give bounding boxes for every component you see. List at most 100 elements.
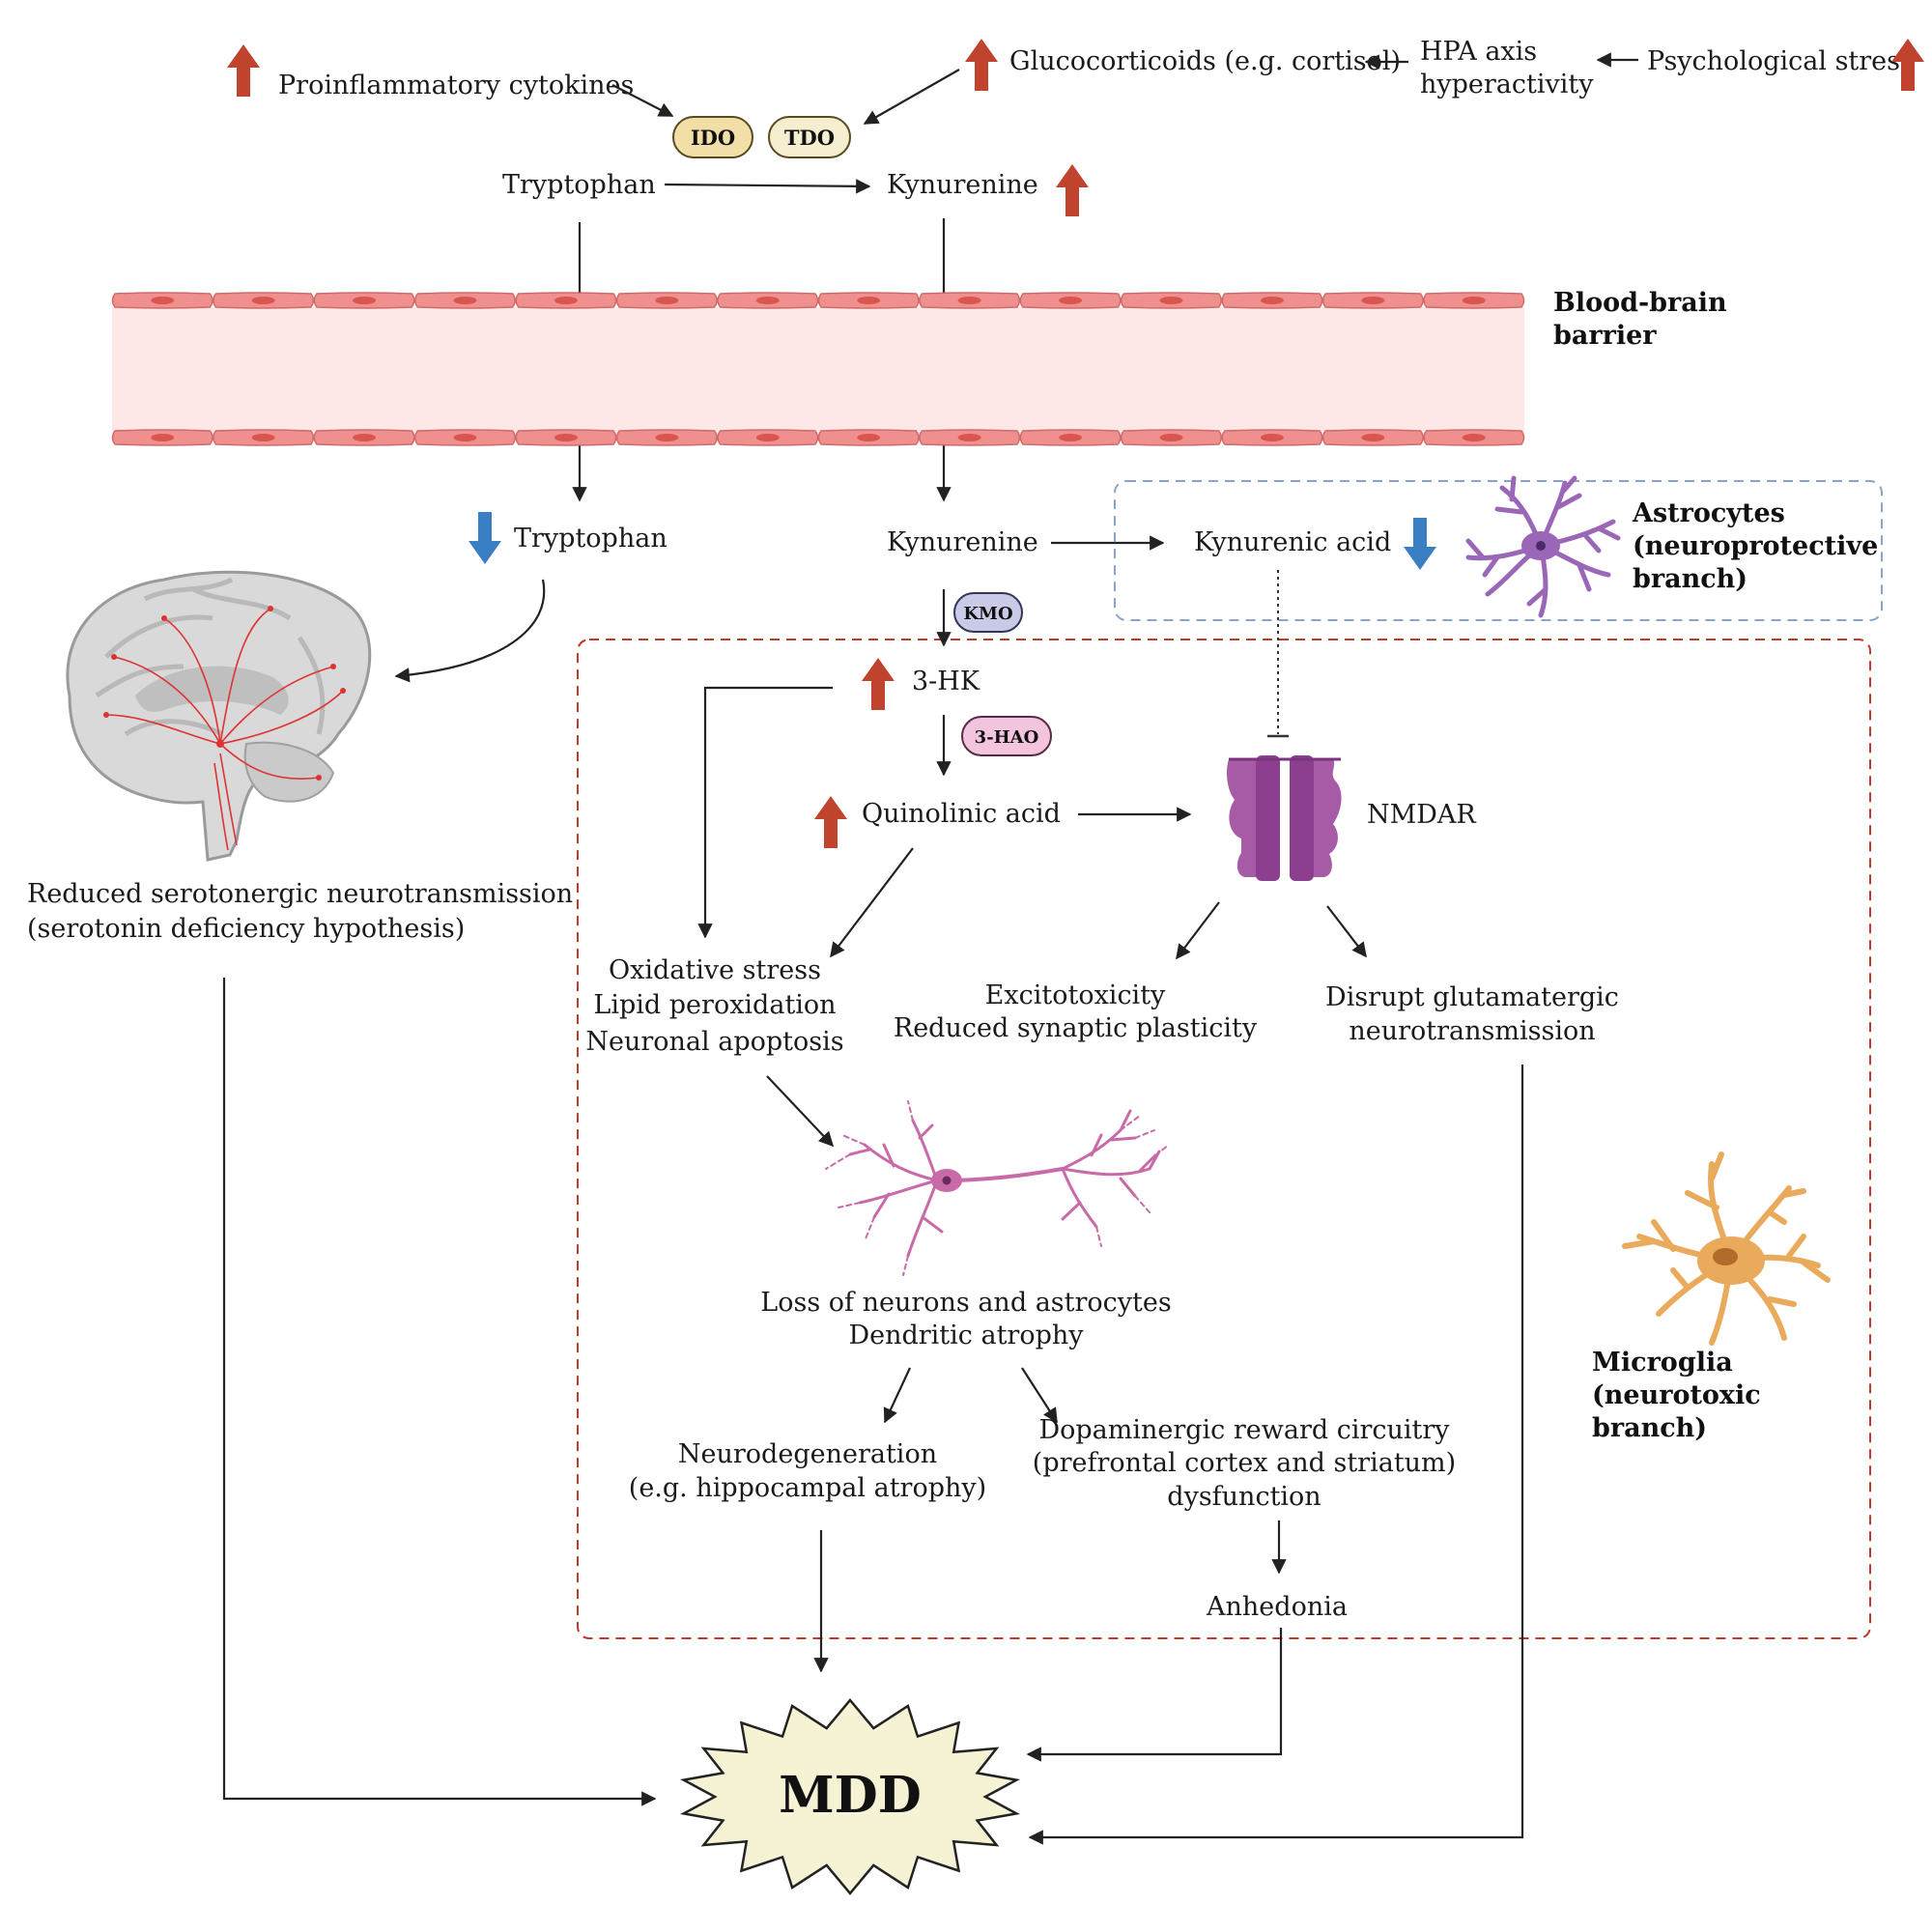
arrow-oxidative-to-neuron-loss xyxy=(766,1075,835,1148)
endothelial-nucleus xyxy=(1462,434,1486,441)
endothelial-nucleus xyxy=(554,434,578,441)
astrocyte-cell-icon xyxy=(1465,475,1621,618)
increase-arrow-icon xyxy=(814,796,847,848)
endothelial-nucleus xyxy=(1462,297,1486,304)
astrocytes-neuroprotective-box xyxy=(1114,480,1883,621)
loss-of-neurons-label: Loss of neurons and astrocytes xyxy=(760,1288,1171,1318)
proinflammatory-cytokines-label: Proinflammatory cytokines xyxy=(278,71,634,100)
hippocampal-atrophy-label: (e.g. hippocampal atrophy) xyxy=(629,1473,986,1503)
endothelial-nucleus xyxy=(1260,434,1284,441)
svg-text:KMO: KMO xyxy=(963,604,1012,624)
mdd-label: MDD xyxy=(779,1766,922,1825)
nmdar-receptor-icon xyxy=(1227,755,1342,881)
svg-text:IDO: IDO xyxy=(691,126,735,150)
disrupt-glutamatergic-label-line2: neurotransmission xyxy=(1349,1016,1595,1046)
increase-arrow-icon xyxy=(1056,164,1089,216)
endothelial-nucleus xyxy=(957,434,981,441)
neuronal-apoptosis-label: Neuronal apoptosis xyxy=(585,1027,843,1057)
endothelial-nucleus xyxy=(353,297,377,304)
svg-text:3-HAO: 3-HAO xyxy=(975,727,1039,748)
arrow-3hk-to-oxidative-stress xyxy=(697,686,833,939)
endothelial-nucleus xyxy=(755,297,780,304)
microglia-label-line2: (neurotoxic xyxy=(1592,1380,1761,1410)
endothelial-nucleus xyxy=(957,297,981,304)
blood-brain-barrier-label-line2: barrier xyxy=(1553,321,1657,351)
arrow-cytokines-to-ido xyxy=(611,84,674,117)
endothelial-nucleus xyxy=(1260,297,1284,304)
arrow-loss-to-dopaminergic xyxy=(1021,1367,1058,1424)
decrease-arrow-icon xyxy=(469,512,501,564)
enzyme-kmo-badge: KMO xyxy=(953,592,1023,633)
astrocytes-label-line3: branch) xyxy=(1633,564,1747,594)
glucocorticoids-label: Glucocorticoids (e.g. cortisol) xyxy=(1009,46,1401,76)
arrow-tryptophan-to-brain xyxy=(394,579,546,683)
arrow-nmdar-to-excitotoxicity xyxy=(1176,901,1220,960)
endothelial-nucleus xyxy=(755,434,780,441)
endothelial-nucleus xyxy=(1059,297,1083,304)
endothelial-nucleus xyxy=(453,297,477,304)
increase-arrow-icon xyxy=(862,658,895,710)
dendritic-atrophy-label: Dendritic atrophy xyxy=(848,1321,1084,1350)
endothelial-nucleus xyxy=(655,434,679,441)
blood-brain-barrier-label-line1: Blood-brain xyxy=(1553,288,1727,318)
endothelial-nucleus xyxy=(1059,434,1083,441)
hpa-axis-label-line2: hyperactivity xyxy=(1420,70,1594,99)
hpa-axis-label-line1: HPA axis xyxy=(1420,37,1537,67)
microglia-cell-icon xyxy=(1622,1151,1831,1346)
endothelial-nucleus xyxy=(1159,434,1183,441)
oxidative-stress-label: Oxidative stress xyxy=(609,955,821,985)
tryptophan-brain-label: Tryptophan xyxy=(514,524,668,554)
nmdar-label: NMDAR xyxy=(1367,800,1476,830)
astrocytes-label-line1: Astrocytes xyxy=(1632,498,1785,528)
endothelial-nucleus xyxy=(1159,297,1183,304)
arrow-glucocorticoids-to-tdo xyxy=(863,69,960,125)
anhedonia-label: Anhedonia xyxy=(1206,1592,1348,1622)
endothelial-nucleus xyxy=(453,434,477,441)
microglia-label-line3: branch) xyxy=(1592,1413,1707,1443)
psychological-stress-label: Psychological stress xyxy=(1647,46,1914,76)
enzyme-3hao-badge: 3-HAO xyxy=(961,716,1052,756)
svg-text:TDO: TDO xyxy=(784,126,835,150)
arrow-quinolinic-acid-to-oxidative-stress xyxy=(830,847,914,958)
dopaminergic-label-line2: (prefrontal cortex and striatum) xyxy=(1033,1448,1456,1478)
decrease-arrow-icon xyxy=(1404,518,1436,570)
kynurenine-brain-label: Kynurenine xyxy=(887,527,1038,557)
endothelial-nucleus xyxy=(857,434,881,441)
lipid-peroxidation-label: Lipid peroxidation xyxy=(593,990,836,1020)
mdd-starburst: MDD xyxy=(679,1698,1021,1895)
arrow-loss-to-neurodegeneration xyxy=(883,1367,911,1424)
endothelial-nucleus xyxy=(1361,434,1385,441)
arrow-nmdar-to-glutamatergic xyxy=(1326,905,1367,958)
reduced-serotonergic-label-line1: Reduced serotonergic neurotransmission xyxy=(27,879,573,909)
endothelial-nucleus xyxy=(857,297,881,304)
dopaminergic-label-line3: dysfunction xyxy=(1167,1482,1321,1512)
3hk-label: 3-HK xyxy=(912,667,980,696)
endothelial-nucleus xyxy=(251,297,275,304)
kynurenic-acid-label: Kynurenic acid xyxy=(1194,527,1391,557)
endothelial-nucleus xyxy=(1361,297,1385,304)
dopaminergic-label-line1: Dopaminergic reward circuitry xyxy=(1038,1415,1450,1445)
endothelial-nucleus xyxy=(151,297,175,304)
brain-sagittal-icon xyxy=(66,570,372,862)
neuron-cell-icon xyxy=(825,1100,1170,1276)
excitotoxicity-label: Excitotoxicity xyxy=(985,980,1166,1010)
reduced-synaptic-plasticity-label: Reduced synaptic plasticity xyxy=(894,1013,1258,1043)
kynurenine-periphery-label: Kynurenine xyxy=(887,170,1038,200)
blood-brain-barrier xyxy=(111,292,1525,446)
enzyme-ido-badge: IDO xyxy=(672,116,753,158)
microglia-neurotoxic-box xyxy=(577,639,1871,1639)
arrow-tryptophan-to-kynurenine xyxy=(664,179,871,194)
arrow-anhedonia-to-mdd xyxy=(1026,1628,1283,1762)
tryptophan-periphery-label: Tryptophan xyxy=(502,170,656,200)
disrupt-glutamatergic-label-line1: Disrupt glutamatergic xyxy=(1325,982,1619,1012)
endothelial-nucleus xyxy=(251,434,275,441)
quinolinic-acid-label: Quinolinic acid xyxy=(862,799,1061,829)
endothelial-nucleus xyxy=(655,297,679,304)
reduced-serotonergic-label-line2: (serotonin deficiency hypothesis) xyxy=(27,914,465,944)
endothelial-nucleus xyxy=(151,434,175,441)
astrocytes-label-line2: (neuroprotective xyxy=(1633,531,1878,561)
microglia-label-line1: Microglia xyxy=(1592,1348,1733,1378)
increase-arrow-icon xyxy=(965,39,998,91)
